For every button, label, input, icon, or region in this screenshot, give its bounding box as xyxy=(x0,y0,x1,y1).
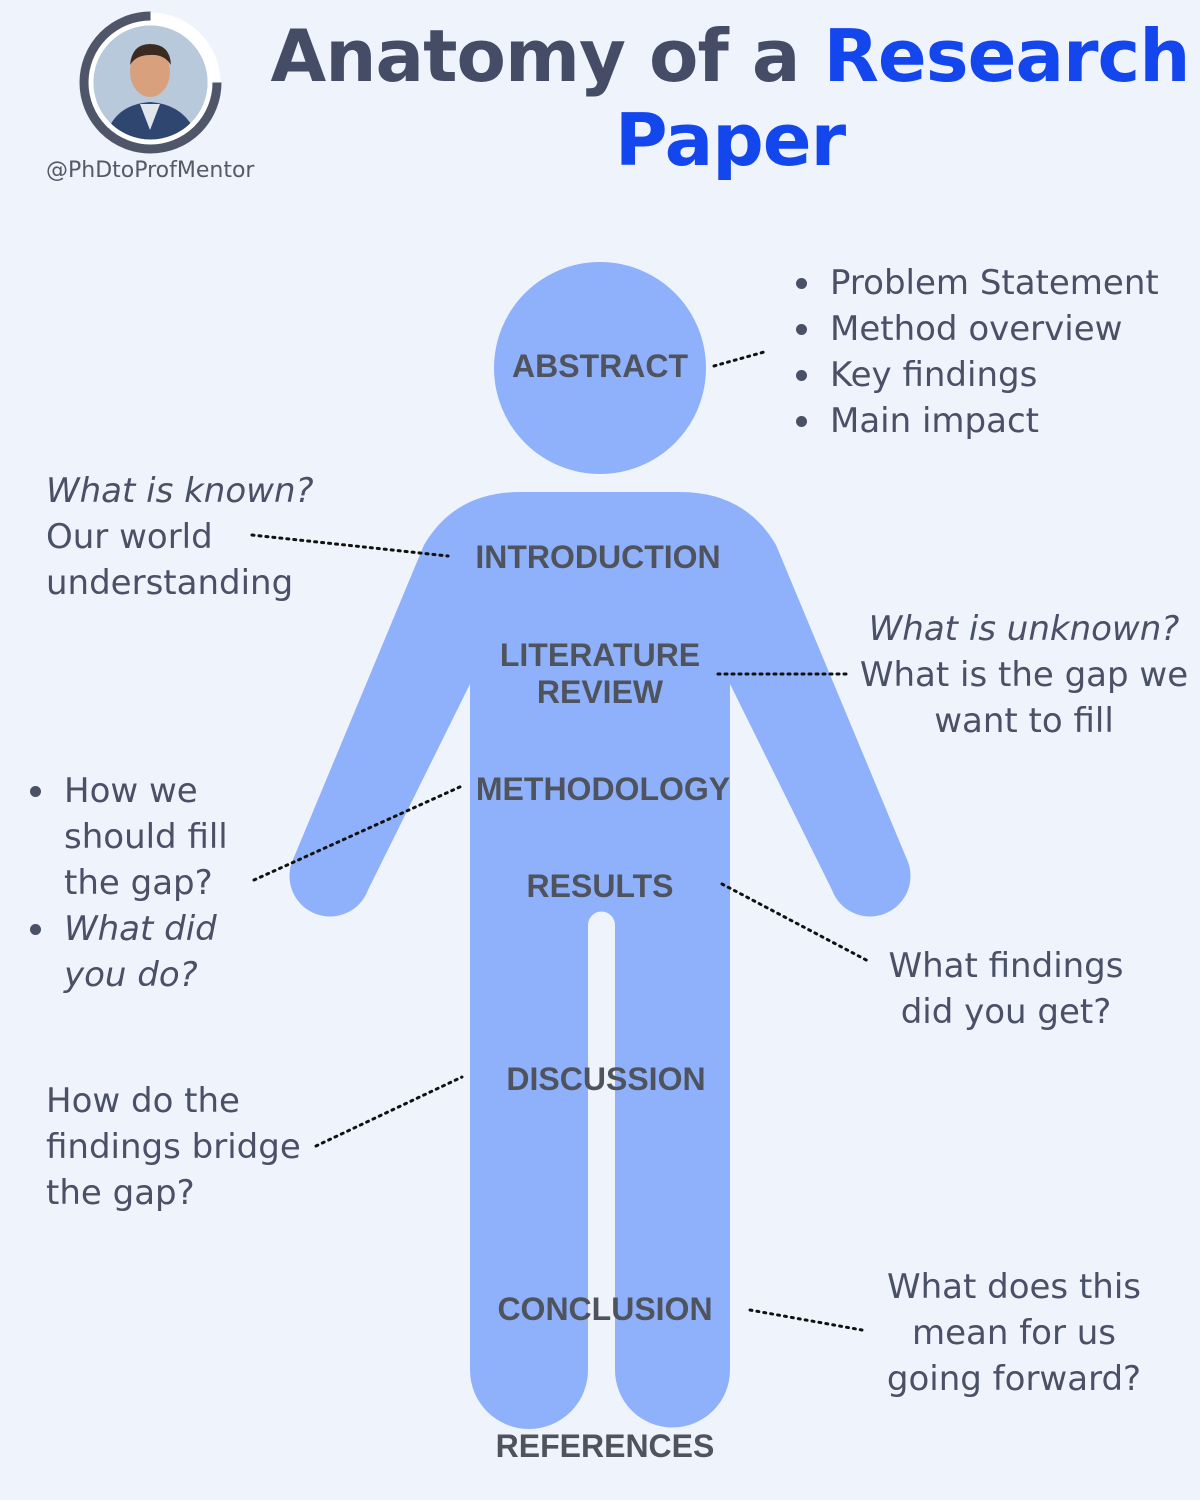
note-discussion-line1: How do the xyxy=(46,1081,240,1121)
connector-results xyxy=(720,882,872,964)
note-discussion-line3: the gap? xyxy=(46,1173,195,1213)
label-references: REFERENCES xyxy=(495,1428,715,1464)
note-literature-question: What is unknown? xyxy=(868,609,1180,649)
note-introduction-line2: understanding xyxy=(46,563,294,603)
note-methodology-b2-line1: What did xyxy=(64,909,217,949)
note-conclusion-line2: mean for us xyxy=(911,1313,1117,1353)
note-methodology-b1-line3: the gap? xyxy=(64,863,213,903)
label-review: REVIEW xyxy=(536,674,664,710)
label-discussion: DISCUSSION xyxy=(506,1061,706,1097)
title-plain: Anatomy of a xyxy=(270,14,824,98)
note-conclusion-line1: What does this xyxy=(886,1267,1141,1307)
list-item: Problem Statement xyxy=(794,260,1194,306)
note-introduction: What is known? Our world understanding xyxy=(46,468,366,606)
note-literature-line1: What is the gap we xyxy=(859,655,1189,695)
connector-conclusion xyxy=(748,1308,864,1332)
figure-body xyxy=(289,492,911,1429)
label-abstract: ABSTRACT xyxy=(512,348,688,384)
list-item: What did you do? xyxy=(28,906,268,998)
connector-methodology xyxy=(252,784,464,882)
label-literature: LITERATURE xyxy=(499,637,701,673)
note-introduction-question: What is known? xyxy=(46,471,314,511)
avatar xyxy=(79,11,222,154)
note-introduction-line1: Our world xyxy=(46,517,213,557)
abstract-points-list: Problem Statement Method overview Key fi… xyxy=(794,260,1194,444)
note-results-line2: did you get? xyxy=(900,992,1112,1032)
connector-abstract xyxy=(712,350,766,368)
list-item: Main impact xyxy=(794,398,1194,444)
note-methodology: How we should fill the gap? What did you do… xyxy=(28,768,268,998)
label-conclusion: CONCLUSION xyxy=(497,1291,713,1327)
note-literature-line2: want to fill xyxy=(934,701,1114,741)
list-item: Key findings xyxy=(794,352,1194,398)
note-discussion-line2: findings bridge xyxy=(46,1127,301,1167)
label-methodology: METHODOLOGY xyxy=(475,771,731,807)
title-highlight-paper: Paper xyxy=(614,98,846,182)
note-conclusion-line3: going forward? xyxy=(886,1359,1142,1399)
connector-introduction xyxy=(250,533,450,558)
label-results: RESULTS xyxy=(526,868,674,904)
note-literature: What is unknown? What is the gap we want… xyxy=(850,606,1198,744)
figure-head xyxy=(494,262,706,474)
author-handle: @PhDtoProfMentor xyxy=(46,158,255,183)
connector-discussion xyxy=(314,1075,464,1148)
list-item: Method overview xyxy=(794,306,1194,352)
list-item: How we should fill the gap? xyxy=(28,768,268,906)
title-highlight-research: Research xyxy=(823,14,1190,98)
note-methodology-b1-line1: How we xyxy=(64,771,198,811)
note-methodology-b2-line2: you do? xyxy=(64,955,198,995)
note-methodology-b1-line2: should fill xyxy=(64,817,228,857)
note-discussion: How do the findings bridge the gap? xyxy=(46,1078,336,1216)
note-results: What findings did you get? xyxy=(866,943,1146,1035)
note-results-line1: What findings xyxy=(888,946,1124,986)
note-conclusion: What does this mean for us going forward… xyxy=(864,1264,1164,1402)
label-introduction: INTRODUCTION xyxy=(475,539,721,575)
